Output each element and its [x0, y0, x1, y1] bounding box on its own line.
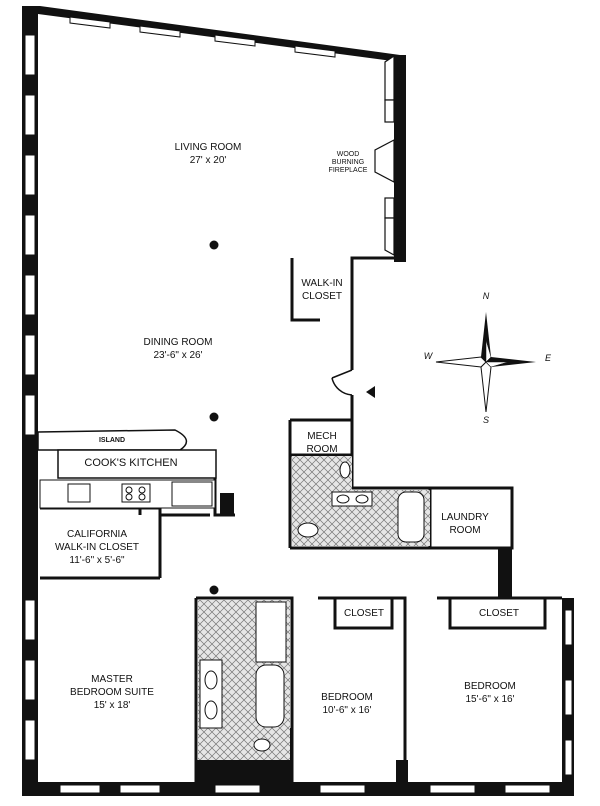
laundry-room-name: LAUNDRY	[441, 512, 489, 523]
living-room-name: LIVING ROOM	[174, 142, 242, 153]
fireplace-label: WOOD BURNING FIREPLACE	[329, 151, 368, 175]
laundry-room-name2: ROOM	[449, 525, 481, 536]
entry-door	[331, 369, 353, 396]
kitchen-counter	[57, 449, 217, 479]
master-bedroom-dims: 15' x 18'	[93, 700, 131, 711]
windows	[24, 16, 573, 794]
compass-east-label: E	[544, 353, 552, 363]
columns	[209, 240, 219, 595]
compass-west-label: W	[423, 351, 433, 361]
california-closet-name2: WALK-IN CLOSET	[54, 542, 140, 553]
fireplace-area	[374, 54, 395, 257]
cabinetry-bottom-label: CABINETRY	[395, 216, 402, 256]
fireplace-line1: WOOD	[336, 151, 360, 158]
walkin-closet-label: WALK-IN CLOSET	[301, 277, 342, 303]
living-room-dims: 27' x 20'	[189, 155, 227, 166]
living-room-label: LIVING ROOM 27' x 20'	[175, 141, 242, 167]
closet-1-label: CLOSET	[343, 608, 385, 619]
mech-room-name: MECH	[307, 431, 337, 442]
cabinetry-top-label: CABINETRY	[395, 59, 402, 99]
bedroom-2-name: BEDROOM	[464, 681, 516, 692]
compass-rose	[435, 312, 536, 413]
closet-2-label: CLOSET	[478, 608, 520, 619]
compass-south-label: S	[482, 415, 490, 425]
compass-north-label: N	[482, 291, 490, 301]
hall-bathroom	[292, 456, 430, 546]
bedroom-2-label: BEDROOM 15'-6" x 16'	[464, 680, 516, 706]
kitchen-appliances	[39, 479, 216, 509]
california-closet-label: CALIFORNIA WALK-IN CLOSET 11'-6" x 5'-6"	[55, 528, 139, 567]
bedroom-1-label: BEDROOM 10'-6" x 16'	[321, 691, 373, 717]
california-closet-dims: 11'-6" x 5'-6"	[69, 555, 125, 566]
mech-room-name2: ROOM	[306, 444, 338, 455]
bedroom-1-name: BEDROOM	[321, 692, 373, 703]
master-bedroom-name: MASTER	[91, 674, 133, 685]
master-bedroom-label: MASTER BEDROOM SUITE 15' x 18'	[70, 673, 154, 712]
entry-arrow	[366, 386, 375, 398]
fireplace-line2: BURNING	[331, 159, 365, 166]
laundry-room-label: LAUNDRY ROOM	[441, 511, 489, 537]
walkin-closet-name2: CLOSET	[301, 291, 342, 302]
island-label: ISLAND	[98, 437, 126, 444]
master-bathroom	[198, 600, 290, 760]
dining-room-label: DINING ROOM 23'-6" x 26'	[144, 336, 213, 362]
walkin-closet-name: WALK-IN	[301, 278, 343, 289]
kitchen-label: COOK'S KITCHEN	[84, 457, 178, 469]
master-bedroom-name2: BEDROOM SUITE	[70, 687, 154, 698]
bedroom-1-dims: 10'-6" x 16'	[322, 705, 372, 716]
mech-room-label: MECH ROOM	[306, 430, 337, 456]
fireplace-line3: FIREPLACE	[328, 167, 368, 174]
dining-room-name: DINING ROOM	[143, 337, 213, 348]
california-closet-name: CALIFORNIA	[66, 529, 127, 540]
dining-room-dims: 23'-6" x 26'	[153, 350, 203, 361]
bedroom-2-dims: 15'-6" x 16'	[465, 694, 515, 705]
